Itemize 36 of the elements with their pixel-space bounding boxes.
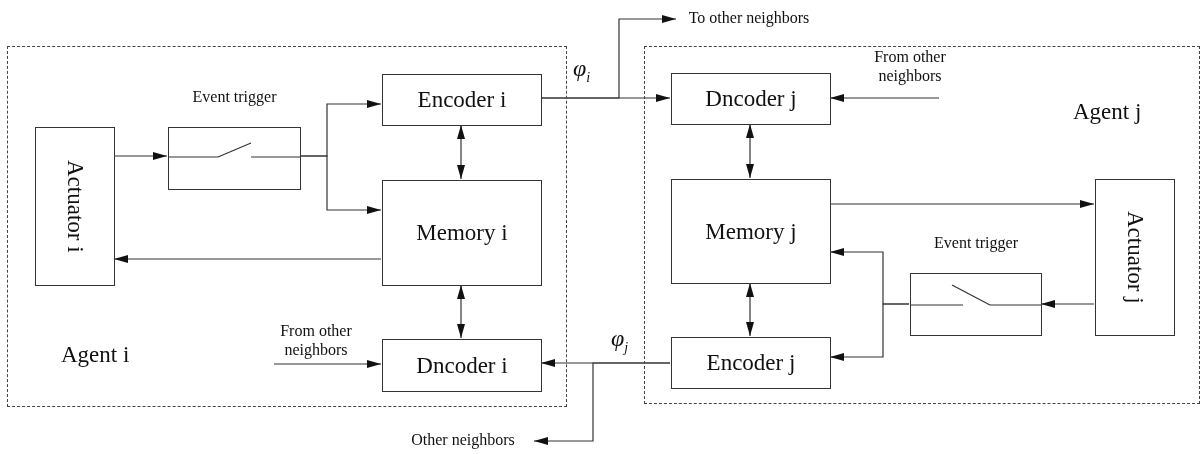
agent-label: Agent i [61, 342, 130, 368]
arrow [1040, 300, 1095, 308]
arrow [746, 123, 754, 179]
event-trigger-box [910, 273, 1042, 336]
box-label: Actuator j [1122, 211, 1148, 304]
annotation-text: Other neighbors [392, 430, 534, 454]
arrow [457, 124, 465, 180]
box-label: Actuator i [62, 160, 88, 253]
process-box: Dncoder j [671, 73, 831, 125]
process-box: Encoder j [671, 337, 831, 389]
actuator-box [1095, 179, 1175, 336]
process-box: Dncoder i [382, 339, 542, 392]
agent-boundary [644, 46, 1200, 404]
agent-boundary [7, 46, 567, 407]
annotation-text: From other neighbors [263, 321, 369, 365]
arrow [457, 284, 465, 339]
arrow [829, 94, 940, 102]
agent-label: Agent j [1073, 99, 1142, 125]
arrow [113, 255, 382, 263]
arrow [746, 282, 754, 337]
actuator-box [35, 127, 115, 286]
event-trigger-box [168, 127, 301, 190]
arrow [299, 155, 382, 214]
process-box: Memory i [382, 180, 542, 286]
annotation-text: To other neighbors [676, 8, 822, 32]
arrow [540, 15, 677, 99]
arrow [533, 362, 671, 445]
annotation-text: From other neighbors [856, 47, 964, 99]
arrow [273, 360, 382, 368]
process-box: Memory j [671, 179, 831, 284]
block-label: Event trigger [933, 234, 1019, 252]
process-box: Encoder i [382, 74, 542, 126]
arrow [829, 303, 910, 361]
arrow [829, 200, 1095, 208]
arrow [113, 152, 168, 160]
block-label: Event trigger [191, 88, 278, 106]
